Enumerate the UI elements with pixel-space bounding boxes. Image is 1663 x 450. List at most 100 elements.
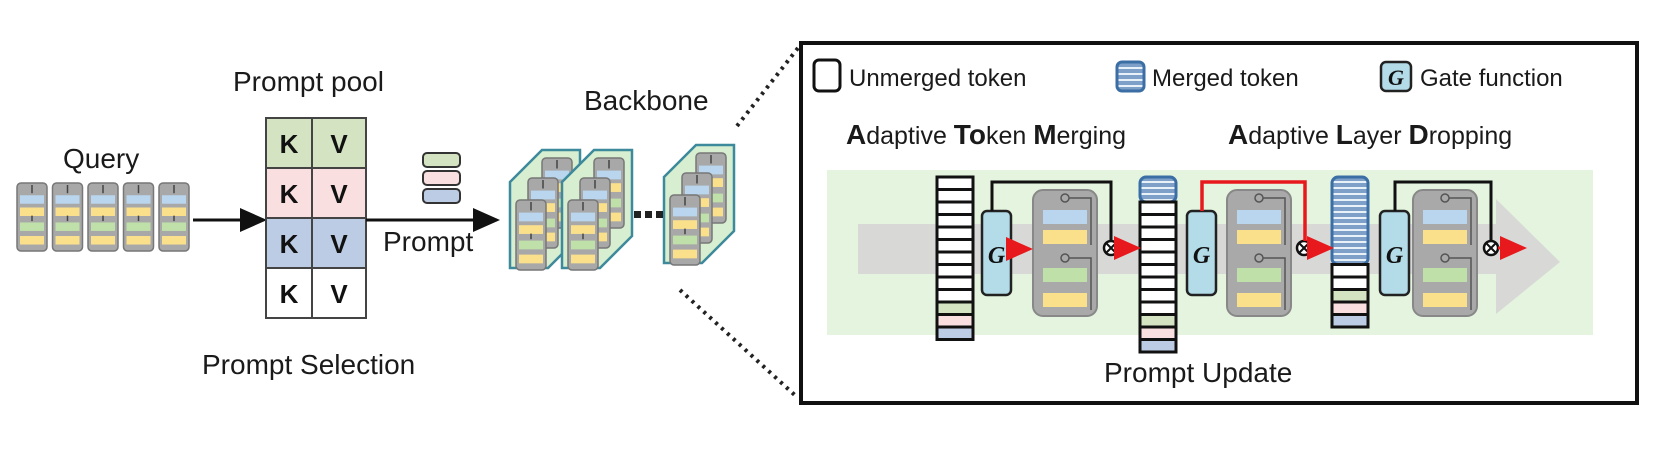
unmerged-token [1138, 325, 1178, 341]
unmerged-token [1138, 250, 1178, 266]
legend-unmerged-label: Unmerged token [849, 65, 1026, 92]
unmerged-token [935, 250, 975, 266]
unmerged-token [1138, 338, 1178, 354]
unmerged-token [1330, 275, 1370, 291]
merged-token-legend-icon [1115, 60, 1146, 93]
prompt-label: Prompt [383, 226, 473, 257]
query-label: Query [63, 143, 139, 174]
unmerged-token [935, 325, 975, 341]
query-token-blocks [16, 182, 190, 252]
prompt-selection-label: Prompt Selection [202, 349, 415, 380]
gate-function: G [1378, 209, 1411, 297]
pool-key-text: K [280, 279, 299, 309]
backbone-layer [560, 148, 634, 271]
transformer-block-icon [122, 182, 155, 252]
legend: Unmerged token Merged token G Gate funct… [812, 58, 1563, 93]
pool-key-text: K [280, 129, 299, 159]
prompt-token [422, 170, 461, 186]
unmerged-token [1138, 213, 1178, 229]
pool-value-text: V [330, 179, 348, 209]
unmerged-token [935, 263, 975, 279]
gate-skip-connection [990, 180, 1113, 241]
unmerged-token [1138, 313, 1178, 329]
unmerged-token [1138, 300, 1178, 316]
prompt-token [422, 152, 461, 168]
selected-prompt-stack [422, 152, 461, 204]
token-column [1138, 175, 1178, 354]
unmerged-token [1138, 225, 1178, 241]
ald-title: Adaptive Layer Dropping [1228, 119, 1512, 150]
pool-value-cell [311, 267, 367, 319]
pool-value-cell [311, 117, 367, 169]
layer-ellipsis [634, 211, 663, 218]
unmerged-token [1330, 300, 1370, 316]
unmerged-token [1138, 238, 1178, 254]
multiply-icon [1295, 239, 1313, 257]
transformer-block [1032, 189, 1098, 317]
prompt-pool-label: Prompt pool [233, 66, 384, 97]
pool-value-text: V [330, 279, 348, 309]
unmerged-token [935, 238, 975, 254]
pool-value-text: V [330, 229, 348, 259]
unmerged-token [1330, 263, 1370, 279]
token-column [935, 175, 975, 341]
gate-symbol: G [988, 243, 1006, 269]
gate-function: G [980, 209, 1013, 297]
transformer-block-icon [87, 182, 119, 252]
unmerged-token [935, 200, 975, 216]
prompt-token [422, 188, 461, 204]
multiply-icon [1102, 239, 1120, 257]
unmerged-token [935, 275, 975, 291]
pool-value-text: V [330, 129, 348, 159]
unmerged-token [1138, 263, 1178, 279]
zoom-line-bottom [678, 288, 800, 400]
unmerged-token [935, 225, 975, 241]
backbone-layers [508, 143, 736, 271]
unmerged-token [935, 213, 975, 229]
transformer-block [1412, 189, 1478, 317]
unmerged-token [935, 188, 975, 204]
unmerged-token [935, 313, 975, 329]
gate-skip-connection-dropped [1200, 180, 1307, 241]
pool-value-cell [311, 167, 367, 219]
gate-symbol: G [1193, 243, 1211, 269]
transformer-block-icon [158, 182, 190, 252]
token-column [1330, 175, 1370, 329]
unmerged-token [935, 288, 975, 304]
unmerged-token [1138, 200, 1178, 216]
legend-merged-label: Merged token [1152, 65, 1299, 92]
transformer-block [1226, 189, 1292, 317]
unmerged-token [935, 300, 975, 316]
transformer-block-icon [567, 199, 599, 271]
gate-symbol: G [1386, 243, 1404, 269]
legend-gate-label: Gate function [1420, 65, 1563, 92]
gate-function: G [1185, 209, 1218, 297]
unmerged-token [1138, 275, 1178, 291]
unmerged-token [1138, 288, 1178, 304]
merged-token [1330, 175, 1370, 266]
zoom-line-top [735, 46, 800, 128]
transformer-block-icon [515, 199, 547, 271]
unmerged-token [935, 175, 975, 191]
pool-key-cell [265, 267, 313, 319]
prompt-update-label: Prompt Update [1104, 357, 1292, 388]
transformer-block-icon [51, 182, 84, 252]
pool-key-text: K [280, 179, 299, 209]
unmerged-token [1330, 288, 1370, 304]
gate-skip-connection [1393, 180, 1493, 241]
legend-gate-symbol: G [1388, 65, 1404, 90]
multiply-icon [1482, 239, 1500, 257]
backbone-label: Backbone [584, 85, 709, 116]
pool-value-cell [311, 217, 367, 269]
transformer-block-icon [669, 194, 701, 266]
transformer-block-icon [16, 182, 48, 252]
gate-function-legend-icon [1379, 60, 1413, 93]
unmerged-token [1330, 313, 1370, 329]
